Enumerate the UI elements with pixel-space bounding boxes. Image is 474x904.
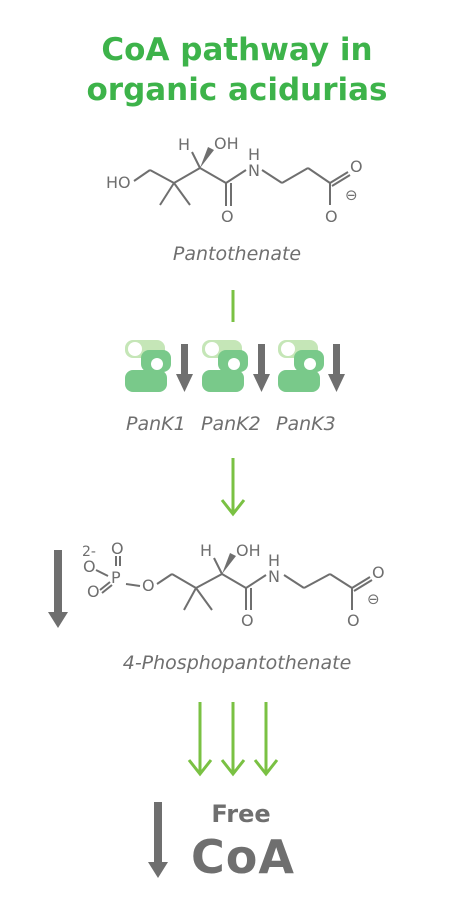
title-line-1: CoA pathway in [101, 32, 373, 68]
phosphate-o2: O [83, 557, 96, 576]
carboxylate-o-bottom: O [325, 207, 338, 226]
pank2-down-arrow-icon [253, 344, 270, 392]
phosphorus-label: P [111, 568, 121, 587]
green-arrow-1 [220, 458, 246, 517]
phosphate-o1: O [111, 539, 124, 558]
pank3-label: PanK3 [276, 413, 336, 435]
negative-charge-icon: ⊖ [345, 186, 358, 204]
free-label: Free [211, 800, 271, 828]
pantothenate-structure [133, 147, 351, 206]
ester-o-label: O [142, 576, 155, 595]
h-label-2: H [200, 541, 212, 560]
carboxylate-o-top-2: O [372, 563, 385, 582]
n-label-2: N [268, 567, 280, 586]
h-label: H [178, 135, 190, 154]
enzyme-pank3-icon [278, 340, 324, 392]
amide-o-label-2: O [241, 611, 254, 630]
oh-label-2: OH [236, 541, 261, 560]
carboxylate-o-bottom-2: O [347, 611, 360, 630]
phosphopantothenate-label: 4-Phosphopantothenate [122, 652, 352, 674]
ho-label: HO [106, 173, 131, 192]
amide-o-label: O [221, 207, 234, 226]
nh-h-label: H [248, 145, 260, 164]
pank3-down-arrow-icon [328, 344, 345, 392]
pantothenate-label: Pantothenate [172, 243, 302, 265]
enzyme-pank2-icon [202, 340, 248, 392]
green-arrows-triple [187, 702, 279, 777]
coa-decrease-arrow-icon [148, 802, 168, 878]
phosphate-o3: O [87, 582, 100, 601]
oh-label: OH [214, 134, 239, 153]
phosphate-charge-label: 2- [82, 544, 96, 560]
negative-charge-icon-2: ⊖ [367, 590, 380, 608]
pank1-down-arrow-icon [176, 344, 193, 392]
phosphopantothenate-structure [95, 553, 373, 611]
pank2-label: PanK2 [201, 413, 261, 435]
nh-h-label-2: H [268, 551, 280, 570]
carboxylate-o-top: O [350, 157, 363, 176]
n-label: N [248, 161, 260, 180]
coa-label: CoA [191, 830, 295, 884]
enzyme-pank1-icon [125, 340, 171, 392]
pank1-label: PanK1 [126, 413, 186, 435]
title-line-2: organic acidurias [86, 72, 388, 108]
decrease-arrow-icon [48, 550, 68, 628]
